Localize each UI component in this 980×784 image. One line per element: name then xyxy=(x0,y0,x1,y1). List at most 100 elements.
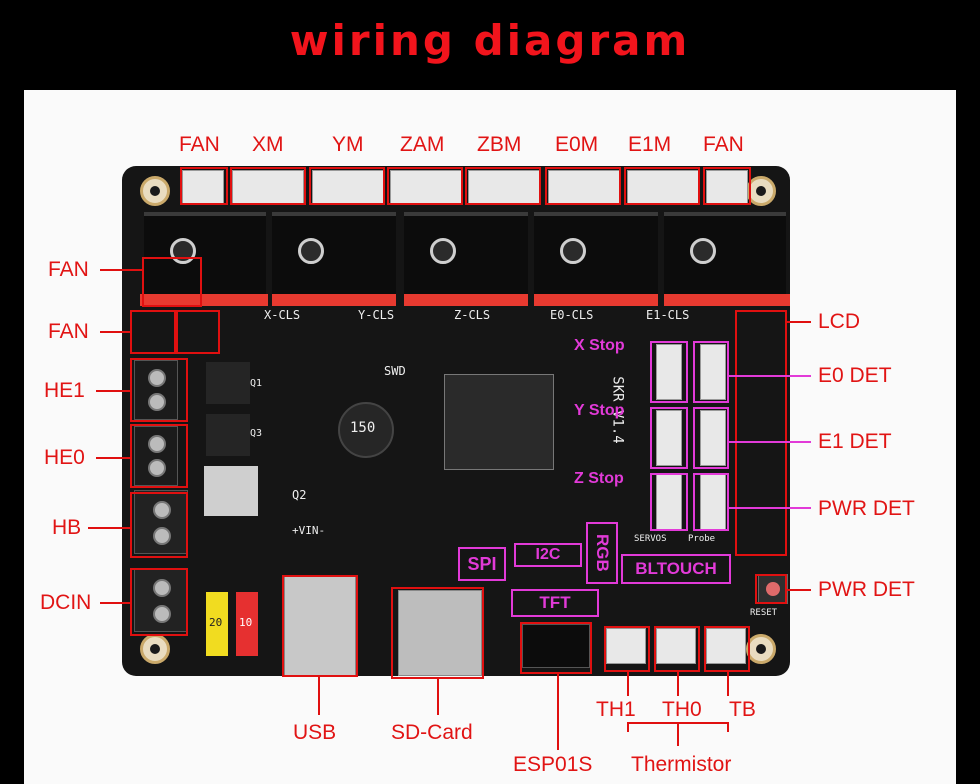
callout-spi: SPI xyxy=(458,547,506,581)
label-usb: USB xyxy=(293,721,337,744)
label-lcd: LCD xyxy=(818,310,861,333)
screw-icon xyxy=(153,501,171,519)
callout-y-stop: Y Stop xyxy=(574,402,625,419)
leader-line xyxy=(729,441,811,443)
box-fan-left-2b xyxy=(176,310,220,354)
box-th1 xyxy=(604,626,650,672)
leader-line xyxy=(100,269,142,271)
leader-line xyxy=(557,674,559,750)
silk-e0-cls: E0-CLS xyxy=(550,308,594,322)
driver-header xyxy=(664,294,790,306)
capacitor-icon xyxy=(560,238,586,264)
stepper-driver-e1 xyxy=(664,212,786,298)
driver-header xyxy=(534,294,658,306)
silk-fuse-20: 20 xyxy=(209,616,223,629)
silk-e1-cls: E1-CLS xyxy=(646,308,690,322)
stepper-driver-e0 xyxy=(534,212,658,298)
label-esp01s: ESP01S xyxy=(513,753,593,776)
label-e1m: E1M xyxy=(628,133,672,156)
callout-rgb: RGB xyxy=(586,522,618,584)
leader-line xyxy=(787,589,811,591)
silk-reset: RESET xyxy=(750,608,778,618)
box-sd-card xyxy=(391,587,484,679)
leader-line xyxy=(627,672,629,696)
leader-line xyxy=(100,331,130,333)
box-xm xyxy=(230,167,306,205)
e0-det-connector xyxy=(700,344,726,400)
box-x-stop xyxy=(650,341,688,403)
e1m-connector xyxy=(627,170,699,204)
label-fan-top-right: FAN xyxy=(703,133,744,156)
fan-connector xyxy=(706,170,748,204)
screw-icon xyxy=(148,369,166,387)
screw-icon xyxy=(153,527,171,545)
label-hb: HB xyxy=(52,516,82,539)
stepper-driver-z xyxy=(404,212,528,298)
mosfet-icon xyxy=(204,466,258,516)
driver-header xyxy=(272,294,396,306)
fan-connector xyxy=(182,170,224,204)
callout-x-stop: X Stop xyxy=(574,337,625,354)
box-zam xyxy=(387,167,463,205)
box-pwr-det xyxy=(693,473,729,531)
leader-line xyxy=(727,672,729,696)
box-usb xyxy=(282,575,358,677)
box-dcin xyxy=(130,568,188,636)
box-th0 xyxy=(654,626,700,672)
he0-terminal xyxy=(134,426,178,486)
bracket-line xyxy=(727,722,729,732)
silk-probe: Probe xyxy=(688,534,716,544)
screw-icon xyxy=(153,605,171,623)
mosfet-icon xyxy=(206,362,250,404)
callout-z-stop: Z Stop xyxy=(574,470,624,487)
bracket-line xyxy=(627,722,629,732)
screw-icon xyxy=(148,393,166,411)
th0-connector xyxy=(656,628,696,664)
silk-q2: Q2 xyxy=(292,488,307,502)
box-hb xyxy=(130,492,188,558)
sd-card-slot xyxy=(398,590,482,676)
mount-hole xyxy=(140,176,170,206)
silk-z-cls: Z-CLS xyxy=(454,308,491,322)
label-he1: HE1 xyxy=(44,379,85,402)
leader-line xyxy=(729,507,811,509)
e1-det-connector xyxy=(700,410,726,466)
page-title: wiring diagram xyxy=(289,16,691,65)
box-fan-top-right xyxy=(703,167,751,205)
silk-q3: Q3 xyxy=(250,428,263,439)
callout-bltouch: BLTOUCH xyxy=(621,554,731,584)
leader-line xyxy=(729,375,811,377)
bracket-line xyxy=(677,722,679,746)
screw-icon xyxy=(148,459,166,477)
reset-icon xyxy=(766,582,780,596)
usb-port xyxy=(284,576,356,676)
box-tb xyxy=(704,626,750,672)
stepper-driver-y xyxy=(272,212,396,298)
callout-tft: TFT xyxy=(511,589,599,617)
label-zam: ZAM xyxy=(400,133,445,156)
screw-icon xyxy=(153,579,171,597)
box-y-stop xyxy=(650,407,688,469)
box-zbm xyxy=(465,167,541,205)
label-e0m: E0M xyxy=(555,133,599,156)
e0m-connector xyxy=(548,170,620,204)
label-fan-left-1: FAN xyxy=(48,258,89,281)
label-thermistor: Thermistor xyxy=(631,753,732,776)
box-z-stop xyxy=(650,473,688,531)
leader-line xyxy=(88,527,130,529)
xm-connector xyxy=(232,170,304,204)
silk-vin: +VIN- xyxy=(292,524,326,537)
capacitor-icon xyxy=(298,238,324,264)
mainboard: X-CLS Y-CLS Z-CLS E0-CLS E1-CLS 150 SWD … xyxy=(122,166,790,676)
box-he1 xyxy=(130,358,188,422)
label-sd-card: SD-Card xyxy=(391,721,473,744)
leader-line xyxy=(96,390,130,392)
capacitor-icon xyxy=(690,238,716,264)
label-fan-top-left: FAN xyxy=(179,133,220,156)
esp01s-header xyxy=(522,624,590,668)
silk-servos: SERVOS xyxy=(634,534,667,544)
screw-icon xyxy=(148,435,166,453)
box-fan-left-2 xyxy=(130,310,176,354)
inductor-icon xyxy=(338,402,394,458)
he1-terminal xyxy=(134,360,178,420)
